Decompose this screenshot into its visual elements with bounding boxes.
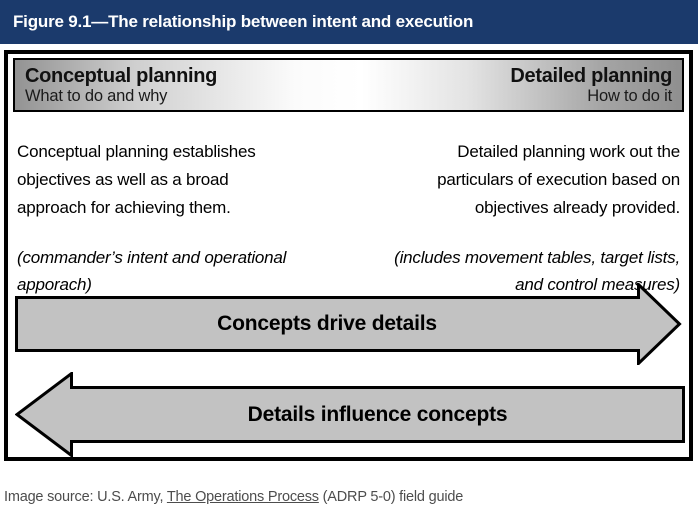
figure-title: Figure 9.1—The relationship between inte… bbox=[13, 12, 474, 31]
conceptual-planning-column: Conceptual planning establishes objectiv… bbox=[17, 138, 295, 298]
detailed-planning-subtitle: How to do it bbox=[587, 86, 672, 105]
figure-title-bar: Figure 9.1—The relationship between inte… bbox=[0, 0, 698, 44]
details-influence-concepts-arrow: Details influence concepts bbox=[15, 372, 685, 457]
caption-suffix: (ADRP 5-0) field guide bbox=[318, 489, 464, 505]
image-source-caption: Image source: U.S. Army, The Operations … bbox=[4, 489, 463, 505]
detailed-planning-heading: Detailed planning bbox=[510, 64, 672, 87]
conceptual-note: (commander’s intent and operational appo… bbox=[17, 248, 287, 294]
conceptual-description: Conceptual planning establishes objectiv… bbox=[17, 142, 256, 217]
operations-process-link[interactable]: The Operations Process bbox=[166, 489, 319, 505]
conceptual-planning-heading: Conceptual planning bbox=[25, 64, 218, 87]
planning-spectrum-bar: Conceptual planning What to do and why D… bbox=[13, 58, 684, 112]
detailed-planning-column: Detailed planning work out the particula… bbox=[378, 138, 680, 298]
right-arrow-shape bbox=[15, 283, 682, 365]
diagram-frame: Conceptual planning What to do and why D… bbox=[4, 50, 693, 461]
left-arrow-shape bbox=[15, 372, 685, 457]
detailed-description: Detailed planning work out the particula… bbox=[437, 142, 680, 217]
detailed-planning-header: Detailed planning How to do it bbox=[510, 65, 672, 106]
caption-prefix: Image source: U.S. Army, bbox=[4, 489, 167, 505]
concepts-drive-details-arrow: Concepts drive details bbox=[15, 283, 682, 365]
conceptual-planning-header: Conceptual planning What to do and why bbox=[25, 65, 217, 106]
conceptual-planning-subtitle: What to do and why bbox=[25, 86, 168, 105]
